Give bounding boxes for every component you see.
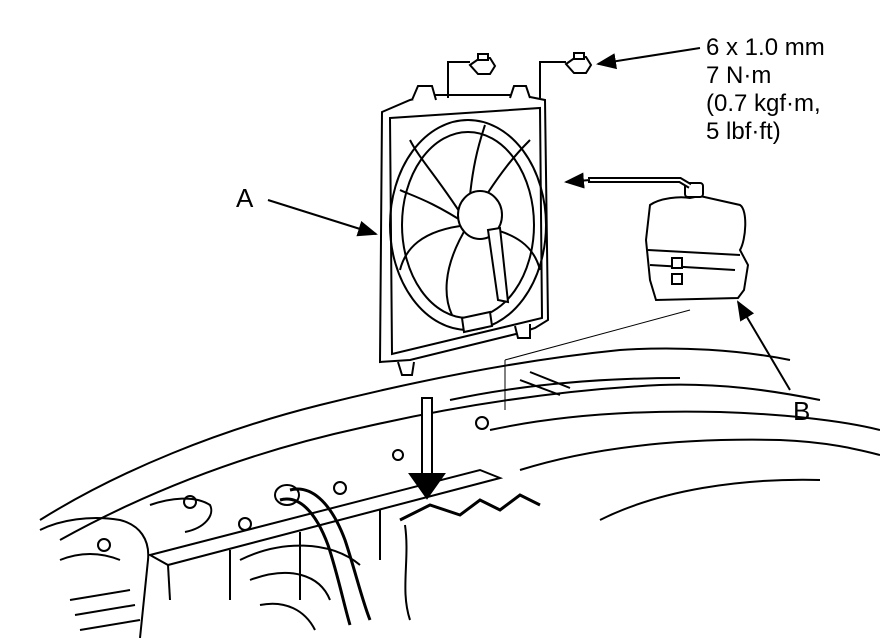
torque-lbf-spec: 5 lbf·ft) <box>706 118 781 145</box>
bolt-size-spec: 6 x 1.0 mm <box>706 34 825 61</box>
coolant-reservoir-b <box>588 177 750 302</box>
fan-shroud-a <box>378 85 550 376</box>
torque-kgf-spec: (0.7 kgf·m, <box>706 90 821 117</box>
engine-bay <box>39 347 880 638</box>
torque-nm-spec: 7 N·m <box>706 62 772 89</box>
install-direction-arrow <box>408 397 446 500</box>
callout-lines <box>267 47 791 410</box>
label-a: A <box>236 183 254 213</box>
label-b: B <box>793 396 811 426</box>
mounting-bolts <box>447 52 593 98</box>
